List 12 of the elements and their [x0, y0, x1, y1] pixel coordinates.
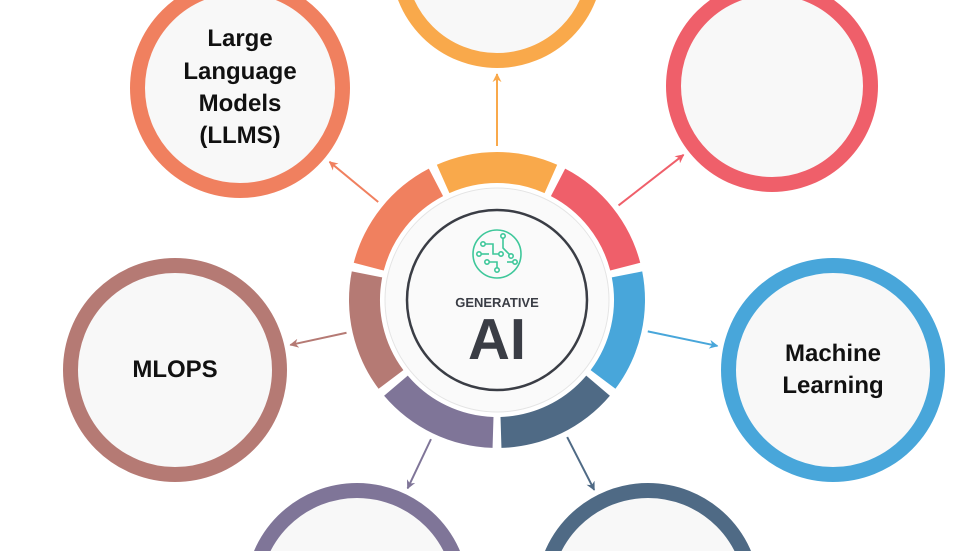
arrow: [492, 73, 502, 146]
arrow: [328, 161, 379, 203]
topic-label: MLOPS: [132, 354, 218, 385]
arrow: [648, 330, 718, 349]
hub-subtitle: GENERATIVE: [455, 294, 539, 310]
arrow: [566, 436, 596, 491]
arrow: [289, 332, 347, 348]
hub-title: AI: [468, 310, 526, 372]
topic-label: Large Language Models (LLMS): [182, 24, 298, 152]
arrow: [406, 438, 432, 490]
topic-label: Machine Learning: [781, 338, 885, 401]
arrow: [618, 154, 684, 206]
